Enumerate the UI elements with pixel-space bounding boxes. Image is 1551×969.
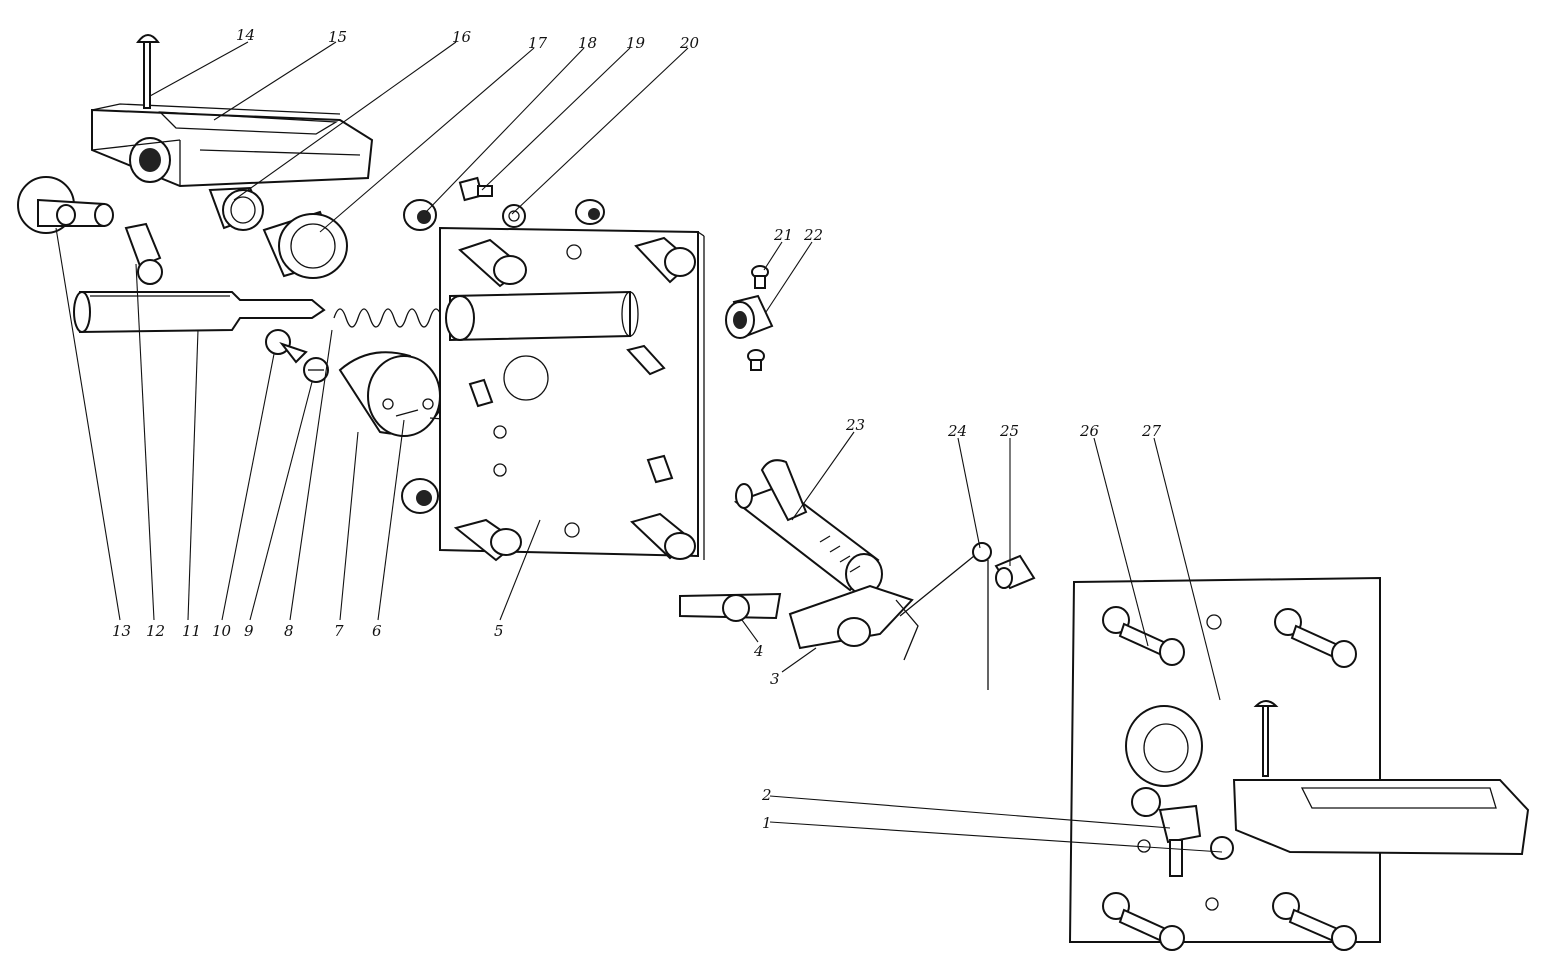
label-9: 9 xyxy=(244,622,254,640)
part-8-spring xyxy=(333,308,443,328)
label-17: 17 xyxy=(528,34,548,52)
part-26-screws xyxy=(1102,606,1357,951)
part-27-assembled-plate xyxy=(1068,576,1530,951)
part-16-bushing xyxy=(208,186,264,231)
part-17-sleeve xyxy=(262,210,348,279)
part-10-detent xyxy=(265,329,308,364)
part-3-lever xyxy=(788,584,919,661)
part-9-screw-head xyxy=(303,357,329,383)
part-7-housing xyxy=(338,351,442,437)
label-1: 1 xyxy=(762,814,772,832)
label-8: 8 xyxy=(284,622,294,640)
label-18: 18 xyxy=(578,34,597,52)
part-11-plunger xyxy=(73,291,326,334)
label-2: 2 xyxy=(761,786,772,804)
part-20-ring xyxy=(502,204,526,228)
leader-lines xyxy=(55,41,1223,853)
label-24: 24 xyxy=(947,422,967,440)
label-13: 13 xyxy=(112,622,131,640)
label-10: 10 xyxy=(212,622,232,640)
callout-labels: 14 15 16 17 18 19 20 21 22 23 24 25 26 2… xyxy=(112,26,1162,832)
label-11: 11 xyxy=(182,622,201,640)
part-4-slider xyxy=(679,592,782,622)
part-22-collar xyxy=(725,294,774,339)
part-24-wire-spring xyxy=(899,542,992,690)
label-26: 26 xyxy=(1079,422,1100,440)
part-15-clamp-bar xyxy=(91,103,374,188)
part-18-nut xyxy=(403,199,437,231)
part-14-pin xyxy=(136,34,160,109)
label-12: 12 xyxy=(146,622,165,640)
part-23-wing-screw xyxy=(733,459,883,595)
label-7: 7 xyxy=(334,622,344,640)
label-4: 4 xyxy=(753,642,764,660)
label-25: 25 xyxy=(999,422,1019,440)
part-21-screw xyxy=(747,265,769,371)
label-19: 19 xyxy=(626,34,646,52)
part-19-screw xyxy=(458,176,493,202)
label-27: 27 xyxy=(1141,422,1162,440)
part-13-knob xyxy=(17,176,114,234)
label-15: 15 xyxy=(328,28,347,46)
label-14: 14 xyxy=(236,26,255,44)
part-5-base-plate xyxy=(401,199,705,562)
label-6: 6 xyxy=(372,622,382,640)
label-20: 20 xyxy=(679,34,700,52)
label-16: 16 xyxy=(452,28,472,46)
label-5: 5 xyxy=(494,622,504,640)
label-22: 22 xyxy=(803,226,823,244)
label-21: 21 xyxy=(773,226,793,244)
part-12-latch xyxy=(124,222,163,285)
label-3: 3 xyxy=(770,670,780,688)
label-23: 23 xyxy=(845,416,865,434)
part-25-sleeve xyxy=(994,554,1036,590)
